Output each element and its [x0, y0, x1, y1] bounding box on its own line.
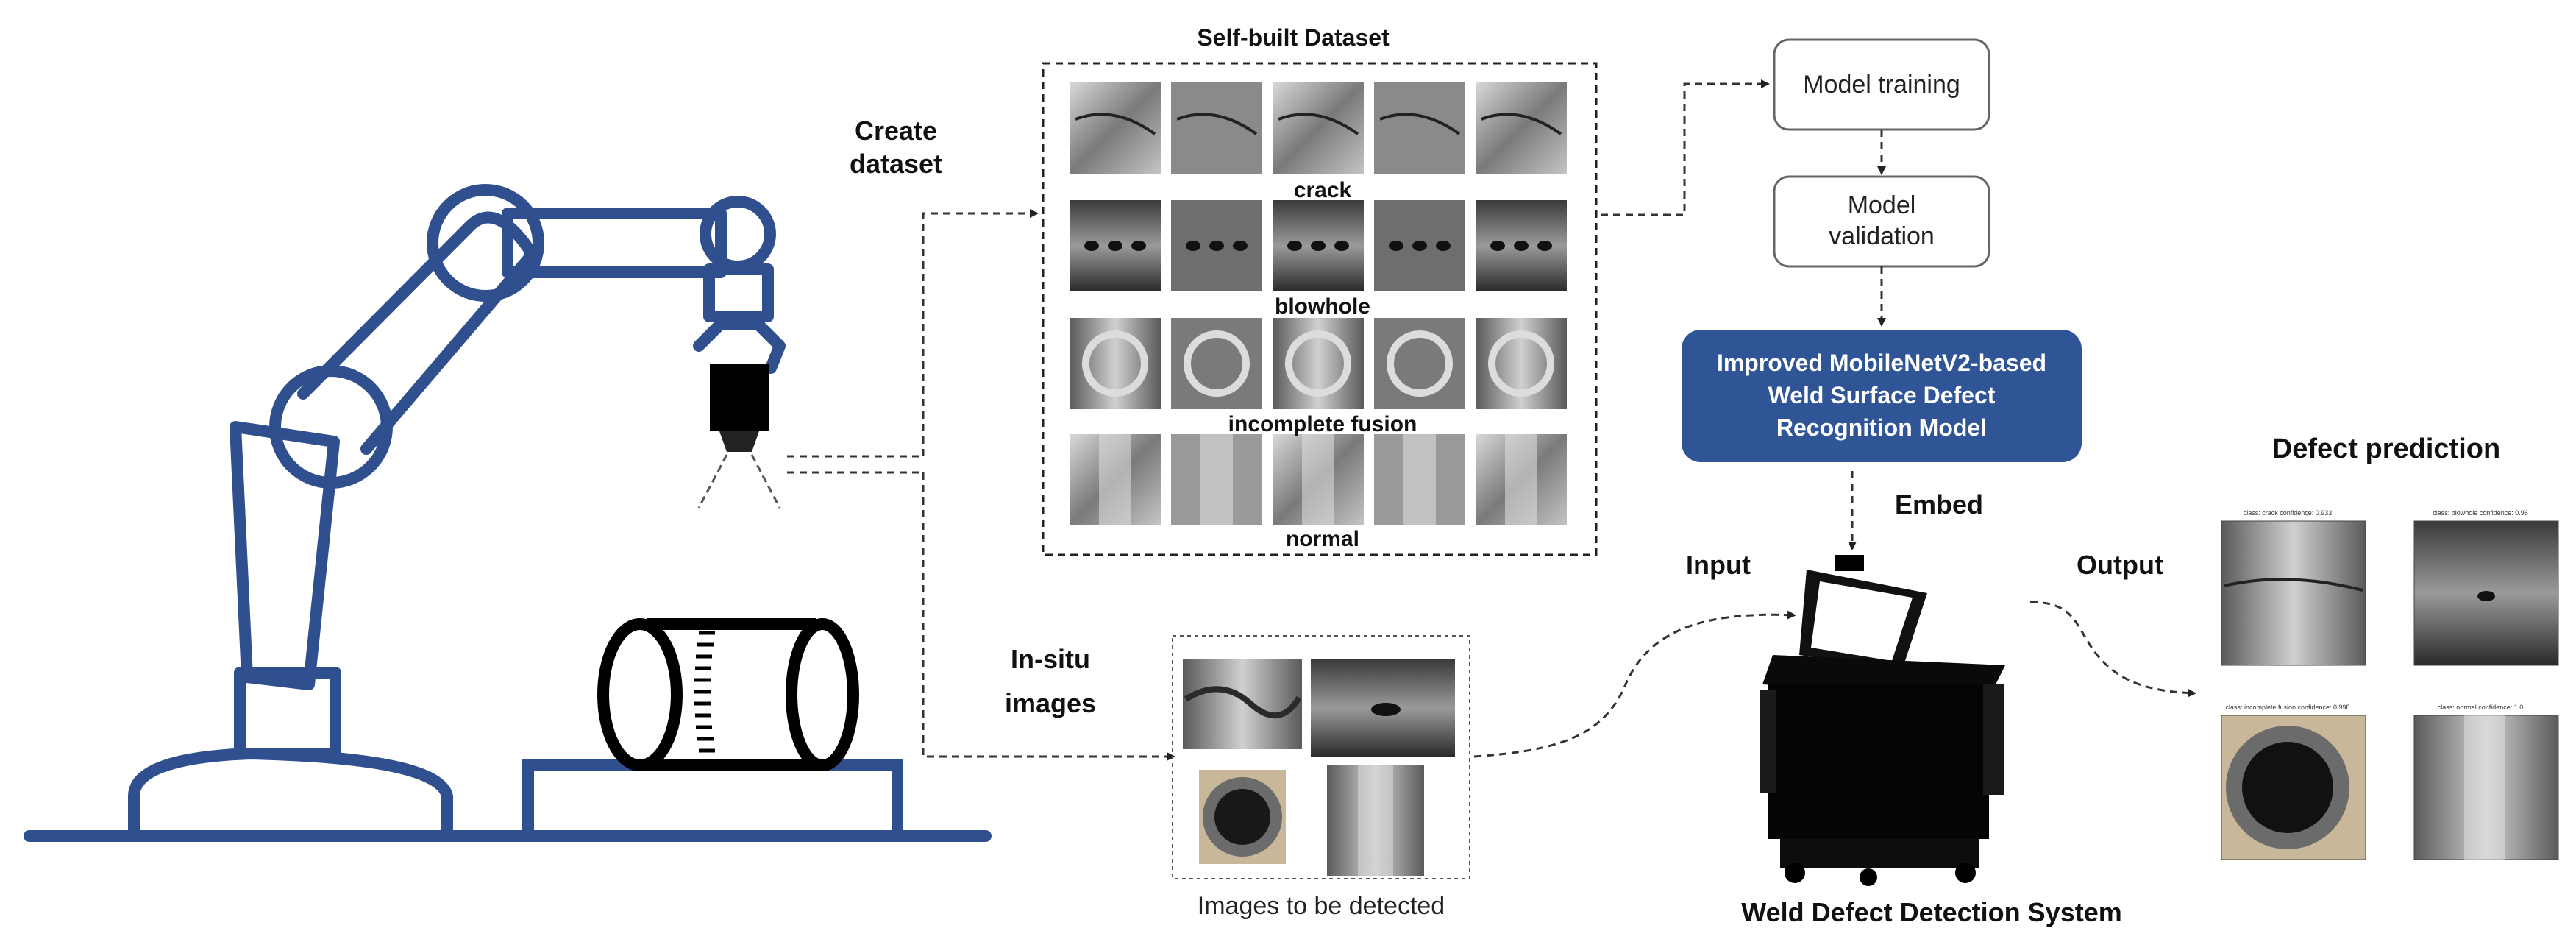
arrow-dataset-to-training: [1601, 79, 1770, 216]
blowhole-pore-mark: [1108, 241, 1122, 251]
blowhole-pore-mark: [1537, 241, 1552, 251]
blowhole-pore-mark: [1233, 241, 1248, 251]
prediction-panel-header: class: crack confidence: 0.933: [2244, 509, 2333, 517]
pipe-left-end: [597, 618, 683, 771]
dataset-class-label-normal: normal: [1286, 527, 1359, 551]
fusion-ring-mark: [1184, 330, 1250, 397]
crack-line-mark: [1278, 113, 1359, 135]
crack-line-mark: [1075, 113, 1156, 135]
fusion-ring-mark: [1488, 330, 1554, 397]
weld-bead-mark: [1505, 434, 1537, 525]
detection-system-caption: Weld Defect Detection System: [1741, 897, 2121, 927]
arrow-input-to-system: [1473, 610, 1796, 758]
weld-bead-mark: [1403, 434, 1436, 525]
recognition-model-box: [1682, 330, 2082, 462]
recognition-model-label-line3: Recognition Model: [1776, 414, 1987, 441]
pipe-weld-seam: [694, 631, 715, 753]
detect-images-panel: [1172, 635, 1470, 879]
blowhole-pore-mark: [1334, 241, 1349, 251]
workpiece-table: [522, 759, 903, 842]
robot-forearm: [502, 208, 727, 278]
detect-image-blowhole: [1311, 659, 1455, 757]
model-validation-box: [1773, 175, 1990, 268]
recognition-model-label-line1: Improved MobileNetV2-based: [1717, 350, 2046, 376]
blowhole-pore-mark: [1490, 241, 1505, 251]
dataset-panel: [1042, 62, 1598, 556]
model-training-label: Model training: [1803, 71, 1960, 99]
pipe-bore-mark: [2242, 742, 2333, 833]
detect-images-caption: Images to be detected: [1198, 892, 1445, 920]
weld-bead-mark: [1302, 434, 1334, 525]
robot-gripper: [693, 318, 786, 374]
blowhole-pore-mark: [1209, 241, 1224, 251]
input-label: Input: [1686, 550, 1751, 580]
prediction-panels: class: crack confidence: 0.933 class: blo…: [2221, 509, 2559, 860]
dataset-class-label-incomplete-fusion: incomplete fusion: [1228, 412, 1417, 436]
insitu-label-line1: In-situ: [1011, 644, 1090, 674]
crack-line-mark: [1379, 113, 1461, 135]
dataset-title: Self-built Dataset: [1197, 24, 1390, 51]
weld-bead-mark: [1099, 434, 1131, 525]
blowhole-pore-mark: [1389, 241, 1403, 251]
fusion-ring-mark: [1285, 330, 1351, 397]
recognition-model-label-line2: Weld Surface Defect: [1768, 382, 1996, 408]
detect-image-incomplete-fusion: [1199, 770, 1286, 864]
weld-bead-mark: [1200, 434, 1233, 525]
blowhole-pore-mark: [1186, 241, 1200, 251]
create-dataset-label-line1: Create: [855, 116, 937, 146]
robot-shoulder-joint: [427, 184, 544, 302]
prediction-panel-header: class: blowhole confidence: 0.96: [2433, 509, 2528, 517]
prediction-panel-image: [2221, 520, 2366, 666]
blowhole-pore-mark: [1514, 241, 1529, 251]
create-dataset-label-line2: dataset: [850, 149, 942, 179]
crack-line-mark: [1481, 113, 1562, 135]
arrow-to-dataset: [922, 209, 1039, 456]
blowhole-pore-mark: [2477, 591, 2495, 601]
model-validation-label-line2: validation: [1829, 222, 1935, 250]
embed-label: Embed: [1895, 489, 1983, 520]
dataset-class-label-blowhole: blowhole: [1275, 294, 1370, 319]
fusion-ring-mark: [1082, 330, 1148, 397]
dataset-thumbnail-grid: [1070, 82, 1567, 525]
arrow-to-insitu: [922, 472, 1175, 761]
detect-image-normal: [1327, 765, 1424, 876]
detect-image-crack: [1183, 659, 1302, 749]
blowhole-pore-mark: [1311, 241, 1326, 251]
robot-lower-arm: [230, 421, 340, 690]
dataset-class-label-crack: crack: [1294, 178, 1352, 202]
defect-prediction-title: Defect prediction: [2272, 433, 2500, 464]
camera-connectors: [787, 209, 1175, 761]
crack-line-mark: [1176, 113, 1258, 135]
pipe-right-end: [786, 618, 859, 771]
blowhole-pore-mark: [1287, 241, 1302, 251]
blowhole-pore-mark: [1412, 241, 1427, 251]
fusion-ring-mark: [1387, 330, 1453, 397]
robot-base: [128, 748, 453, 842]
blowhole-pore-mark: [1084, 241, 1099, 251]
robot-wrist-block: [703, 263, 774, 322]
weld-bead-mark: [2464, 715, 2505, 860]
robot-upper-arm: [297, 211, 536, 455]
detection-system-cart-icon: [1760, 555, 2005, 886]
workpiece-illustration: [522, 618, 903, 842]
output-label: Output: [2077, 550, 2163, 580]
insitu-label-line2: images: [1005, 688, 1096, 718]
blowhole-pore-mark: [1131, 241, 1146, 251]
blowhole-pore-mark: [1436, 241, 1451, 251]
crack-line-mark: [2224, 578, 2363, 592]
model-validation-label-line1: Model: [1848, 191, 1916, 219]
arrow-system-to-output: [2029, 601, 2196, 698]
robot-pedestal: [234, 667, 341, 759]
prediction-panel-header: class: normal confidence: 1.0: [2438, 704, 2524, 711]
camera-icon: [697, 364, 781, 509]
prediction-panel-header: class: incomplete fusion confidence: 0.9…: [2225, 704, 2349, 711]
